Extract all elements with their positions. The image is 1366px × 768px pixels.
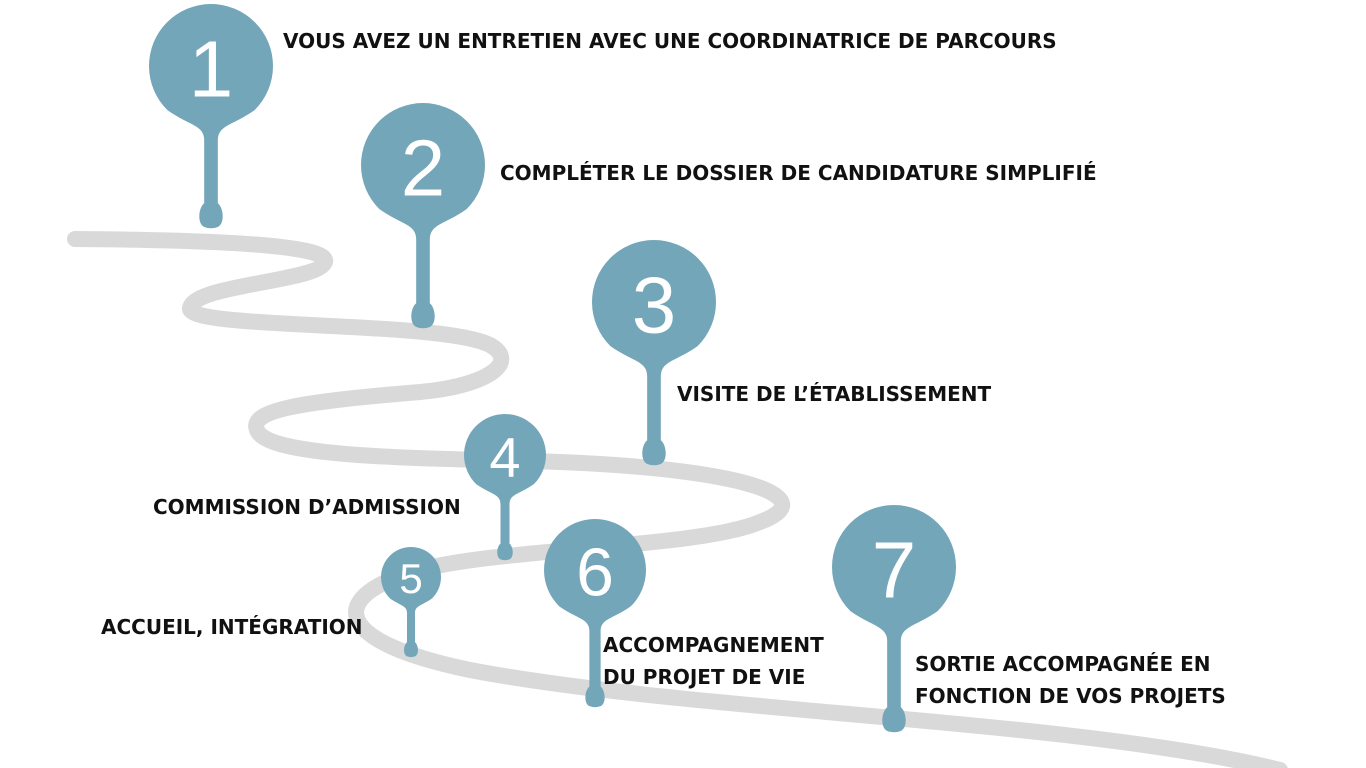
step-number: 5 [399,555,422,602]
step-6-label: ACCOMPAGNEMENT DU PROJET DE VIE [603,629,824,693]
map-pin-icon [149,3,273,229]
step-label-line: FONCTION DE VOS PROJETS [915,684,1226,708]
step-number: 7 [872,526,917,615]
step-label-line: SORTIE ACCOMPAGNÉE EN [915,652,1211,676]
step-5-pin: 5 [381,547,441,658]
step-7-label: SORTIE ACCOMPAGNÉE EN FONCTION DE VOS PRO… [915,648,1226,712]
step-4-pin: 4 [463,414,546,561]
map-pin-icon [591,240,716,466]
step-3-label: VISITE DE L’ÉTABLISSEMENT [677,378,991,410]
step-2-pin: 2 [361,103,485,329]
step-label-line: COMPLÉTER LE DOSSIER DE CANDIDATURE SIMP… [500,161,1097,185]
step-number: 3 [632,261,677,350]
map-pin-icon [361,103,485,329]
step-label-line: VOUS AVEZ UN ENTRETIEN AVEC UNE COORDINA… [283,29,1057,53]
map-pin-icon [831,505,956,733]
step-4-label: COMMISSION D’ADMISSION [153,491,461,523]
step-number: 4 [489,426,520,489]
map-pin-icon [463,414,546,561]
map-pin-icon [544,519,646,708]
step-3-pin: 3 [591,240,716,466]
step-number: 1 [189,25,234,114]
winding-road [67,231,1288,768]
step-1-label: VOUS AVEZ UN ENTRETIEN AVEC UNE COORDINA… [283,25,1057,57]
step-label-line: ACCUEIL, INTÉGRATION [101,615,363,639]
step-5-label: ACCUEIL, INTÉGRATION [101,611,363,643]
step-number: 6 [576,535,614,611]
step-6-pin: 6 [544,519,646,708]
map-pin-icon [381,547,441,658]
step-label-line: DU PROJET DE VIE [603,665,806,689]
step-label-line: ACCOMPAGNEMENT [603,633,824,657]
step-7-pin: 7 [831,505,956,733]
step-2-label: COMPLÉTER LE DOSSIER DE CANDIDATURE SIMP… [500,157,1097,189]
step-1-pin: 1 [149,3,273,229]
step-number: 2 [401,124,446,213]
step-label-line: COMMISSION D’ADMISSION [153,495,461,519]
step-label-line: VISITE DE L’ÉTABLISSEMENT [677,382,992,406]
